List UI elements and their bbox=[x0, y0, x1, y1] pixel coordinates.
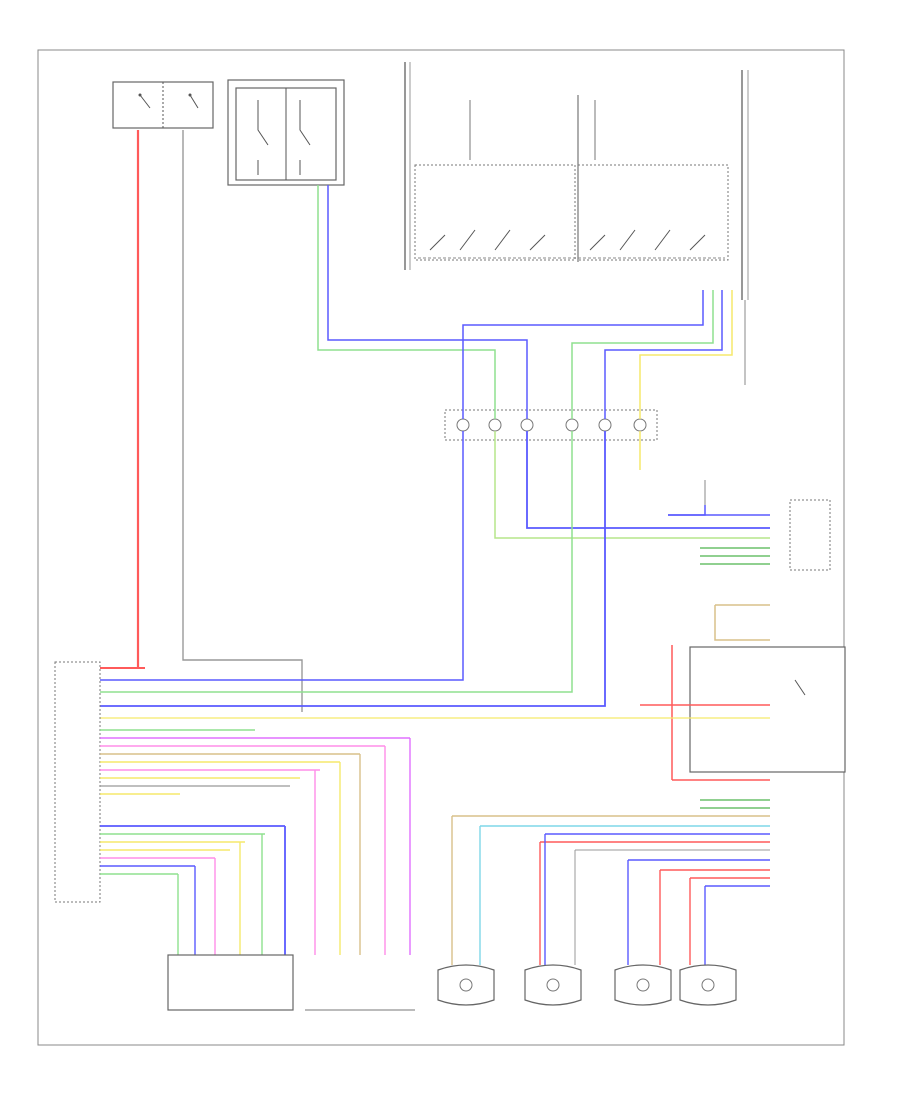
wheel-speed-sensor-2 bbox=[524, 964, 582, 1006]
right-connector-middle bbox=[668, 499, 831, 571]
diagram-frame bbox=[37, 49, 845, 1046]
ground-symbol bbox=[668, 480, 706, 516]
wheel-sensor-wires bbox=[451, 816, 706, 965]
right-connector-bottom bbox=[452, 779, 770, 887]
wires-splice-down bbox=[100, 431, 770, 707]
wheel-speed-sensor-3 bbox=[614, 964, 672, 1006]
twin-switch-box bbox=[227, 79, 345, 186]
wires-panel-to-splice bbox=[462, 290, 746, 385]
wheel-speed-sensor-1 bbox=[437, 964, 495, 1006]
wires-bottom-left bbox=[167, 826, 294, 1011]
wire-green-blue-top bbox=[317, 185, 528, 368]
top-left-switch-module bbox=[112, 81, 214, 129]
mirror-switch-panels bbox=[404, 62, 749, 300]
wheel-speed-sensor-4 bbox=[679, 964, 737, 1006]
wire-gray-main bbox=[182, 130, 303, 712]
splice-connector-row bbox=[444, 368, 658, 441]
left-control-module bbox=[54, 661, 410, 903]
right-switch-unit bbox=[100, 604, 846, 780]
wires-bottom-center bbox=[314, 738, 411, 955]
